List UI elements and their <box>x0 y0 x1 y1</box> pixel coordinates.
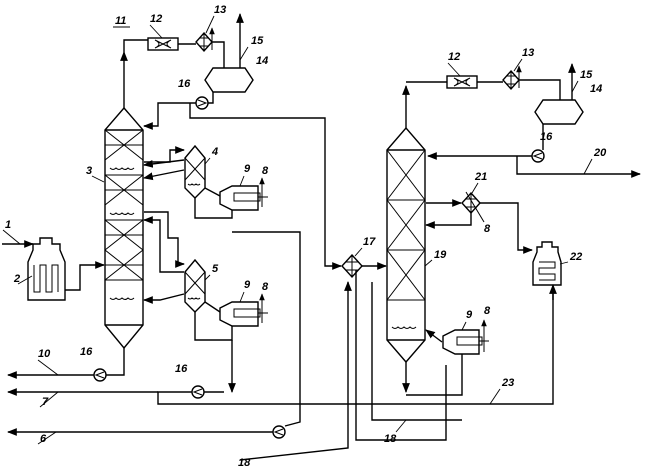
label-18-left: 18 <box>238 457 251 469</box>
label-5: 5 <box>212 263 219 275</box>
label-21: 21 <box>474 171 487 183</box>
air-cooler-12-left <box>148 38 178 50</box>
air-cooler-12-right <box>447 76 477 88</box>
label-16-bottom-left: 16 <box>80 346 93 358</box>
label-9-middle: 9 <box>244 279 251 291</box>
label-16-top-right: 16 <box>540 131 553 143</box>
reboiler-9-upper <box>220 186 268 210</box>
label-18-right: 18 <box>384 433 397 445</box>
exchanger-17 <box>342 255 362 277</box>
pump-16-bottom-mid <box>192 386 204 398</box>
label-8-right: 8 <box>484 305 491 317</box>
label-15-right: 15 <box>580 69 593 81</box>
label-3: 3 <box>86 165 92 177</box>
label-16-bottom-mid: 16 <box>175 363 188 375</box>
label-17: 17 <box>363 236 376 248</box>
label-1: 1 <box>5 219 11 231</box>
label-23: 23 <box>501 377 514 389</box>
column-19 <box>387 128 425 362</box>
label-14-right: 14 <box>590 83 602 95</box>
label-8-middle: 8 <box>262 281 269 293</box>
exchanger-13-left <box>196 33 212 51</box>
stripper-4 <box>185 146 205 198</box>
stripper-5 <box>185 260 205 312</box>
label-8-upper: 8 <box>262 165 269 177</box>
reboiler-9-right <box>443 330 489 354</box>
vessel-22 <box>533 242 561 285</box>
labels: 1 2 3 4 5 6 7 8 8 8 8 9 9 9 10 11 12 12 … <box>3 4 607 469</box>
pump-16-bottom-left <box>94 369 106 381</box>
label-10: 10 <box>38 348 51 360</box>
furnace-2 <box>28 238 65 300</box>
label-13-left: 13 <box>214 4 226 16</box>
label-11: 11 <box>115 15 126 27</box>
pump-16-top-right <box>532 150 544 162</box>
label-4: 4 <box>211 146 218 158</box>
reboiler-9-middle <box>220 302 268 326</box>
label-12-left: 12 <box>150 13 162 25</box>
column-3 <box>105 108 143 348</box>
label-22: 22 <box>569 251 582 263</box>
pump-16-bottom-right <box>273 426 285 438</box>
label-8-exchanger: 8 <box>484 223 491 235</box>
label-9-upper: 9 <box>244 163 251 175</box>
label-13-right: 13 <box>522 47 534 59</box>
label-12-right: 12 <box>448 51 460 63</box>
label-20: 20 <box>593 147 607 159</box>
label-15-left: 15 <box>251 35 264 47</box>
label-14-left: 14 <box>256 55 268 67</box>
drum-14-right <box>535 100 583 124</box>
piping <box>2 14 640 460</box>
label-19: 19 <box>434 249 447 261</box>
label-9-right: 9 <box>466 309 473 321</box>
exchanger-13-right <box>503 71 519 89</box>
drum-14-left <box>205 68 253 92</box>
label-16-top-left: 16 <box>178 78 191 90</box>
pump-16-top-left <box>196 97 208 109</box>
